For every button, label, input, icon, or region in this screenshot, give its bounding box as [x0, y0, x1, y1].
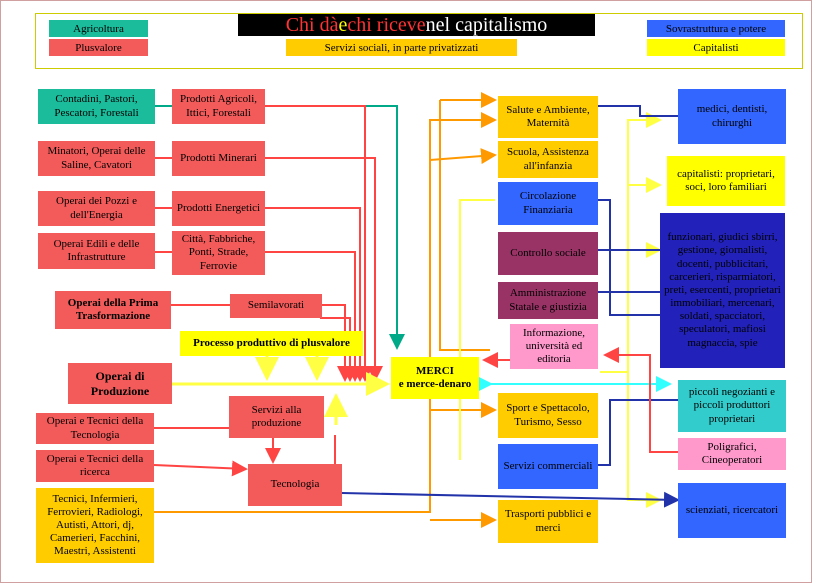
box-prodotti-energetici: Prodotti Energetici — [172, 191, 265, 226]
box-medici: medici, dentisti, chirurghi — [678, 89, 786, 144]
box-circolazione: Circolazione Finanziaria — [498, 182, 598, 225]
box-contadini: Contadini, Pastori, Pescatori, Forestali — [38, 89, 155, 124]
legend-agricoltura: Agricoltura — [49, 20, 148, 37]
box-capitalisti: capitalisti: proprietari, soci, loro fam… — [667, 156, 785, 206]
title-part3: chi riceve — [347, 13, 426, 36]
box-operai-edili: Operai Edili e delle Infrastrutture — [38, 233, 155, 269]
legend-sovrastruttura: Sovrastruttura e potere — [647, 20, 785, 37]
box-tecnici-tecnologia: Operai e Tecnici della Tecnologia — [36, 413, 154, 444]
box-scuola: Scuola, Assistenza all'infanzia — [498, 141, 598, 178]
box-sport: Sport e Spettacolo, Turismo, Sesso — [498, 393, 598, 438]
box-operai-produzione: Operai di Produzione — [68, 363, 172, 404]
box-negozianti: piccoli negozianti e piccoli produttori … — [678, 380, 786, 432]
legend-servizi-sociali: Servizi sociali, in parte privatizzati — [286, 39, 517, 56]
box-tecnici-vari: Tecnici, Infermieri, Ferrovieri, Radiolo… — [36, 488, 154, 563]
legend-plusvalore: Plusvalore — [49, 39, 148, 56]
title-part2: e — [338, 13, 348, 36]
box-prima-trasformazione: Operai della Prima Trasformazione — [55, 291, 171, 329]
box-poligrafici: Poligrafici, Cineoperatori — [678, 438, 786, 470]
box-amministrazione: Amministrazione Statale e giustizia — [498, 282, 598, 319]
box-servizi-produzione: Servizi alla produzione — [229, 396, 324, 438]
box-merci: MERCI e merce-denaro — [391, 357, 479, 399]
box-tecnici-ricerca: Operai e Tecnici della ricerca — [36, 450, 154, 482]
box-trasporti: Trasporti pubblici e merci — [498, 500, 598, 543]
box-prodotti-minerari: Prodotti Minerari — [172, 141, 265, 176]
box-servizi-commerciali: Servizi commerciali — [498, 444, 598, 489]
page-title: Chi dà e chi riceve nel capitalismo — [238, 14, 595, 36]
box-scienziati: scienziati, ricercatori — [678, 483, 786, 538]
box-informazione: Informazione, università ed editoria — [510, 324, 598, 369]
box-processo-produttivo: Processo produttivo di plusvalore — [180, 331, 363, 356]
box-salute: Salute e Ambiente, Maternità — [498, 96, 598, 138]
merci-line1: MERCI — [416, 364, 454, 377]
box-citta: Città, Fabbriche, Ponti, Strade, Ferrovi… — [172, 231, 265, 275]
box-minatori: Minatori, Operai delle Saline, Cavatori — [38, 141, 155, 176]
legend-frame — [35, 13, 803, 69]
title-part4: nel capitalismo — [425, 13, 548, 36]
box-prodotti-agricoli: Prodotti Agricoli, Ittici, Forestali — [172, 89, 265, 124]
box-operai-pozzi: Operai dei Pozzi e dell'Energia — [38, 191, 155, 226]
box-controllo: Controllo sociale — [498, 232, 598, 275]
box-funzionari: funzionari, giudici sbirri, gestione, gi… — [660, 213, 785, 368]
box-semilavorati: Semilavorati — [230, 294, 322, 318]
title-part1: Chi dà — [285, 13, 339, 36]
merci-line2: e merce-denaro — [398, 378, 472, 390]
legend-capitalisti: Capitalisti — [647, 39, 785, 56]
box-tecnologia: Tecnologia — [248, 464, 342, 506]
